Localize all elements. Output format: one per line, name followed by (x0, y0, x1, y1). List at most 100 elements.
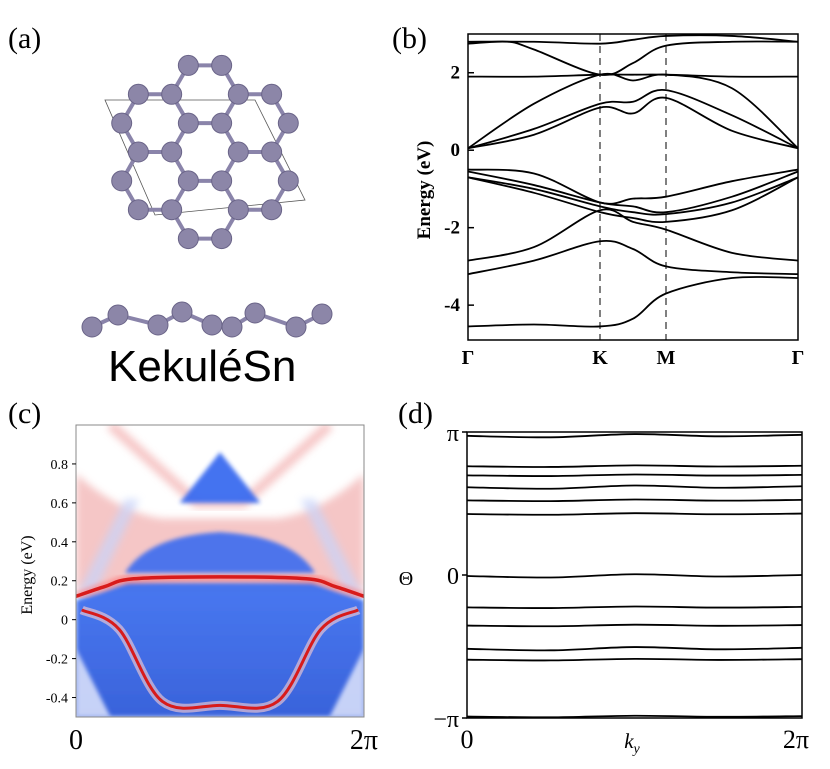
band-line (467, 168, 799, 205)
band-line (467, 275, 799, 328)
sn-atom (127, 141, 149, 163)
panel-label-d: (d) (398, 397, 433, 430)
d-ytick-label: −π (433, 707, 459, 733)
c-xtick-label: 0 (69, 725, 83, 756)
band-line (467, 73, 799, 78)
b-xtick-label: Γ (462, 347, 475, 369)
band-line (467, 72, 799, 150)
b-frame (467, 33, 799, 341)
wannier-center-line (466, 657, 803, 662)
c-ytick-label: 0.2 (51, 575, 69, 590)
side-atom (285, 316, 307, 338)
d-ylabel: Θ (399, 568, 413, 590)
c-ytick-label: 0.6 (51, 497, 69, 512)
side-atom (81, 316, 103, 338)
wannier-center-line (466, 573, 803, 579)
sn-atom (177, 54, 199, 76)
sn-atom (261, 199, 283, 221)
c-ytick-label: -0.2 (46, 653, 68, 668)
sn-atom (177, 112, 199, 134)
b-ytick-label: -4 (444, 295, 460, 316)
sn-atom (211, 112, 233, 134)
bulk-blue-faint-left (76, 498, 140, 597)
side-atom (221, 316, 243, 338)
sn-atom (127, 199, 149, 221)
bulk-red-band (107, 425, 333, 508)
band-line (467, 208, 799, 262)
sn-atom (111, 170, 133, 192)
panel-label-c: (c) (8, 397, 42, 430)
c-ytick-label: 0.4 (51, 536, 69, 551)
sn-atom (211, 54, 233, 76)
band-line (467, 89, 799, 150)
d-ytick-label: π (447, 421, 459, 447)
c-ylabel: Energy (eV) (19, 535, 36, 614)
heatmap-body (76, 425, 364, 717)
band-structure-chart: Energy (eV) 2 0 -2 -4Γ K M Γ (414, 33, 805, 369)
wannier-center-line (466, 464, 803, 468)
wannier-center-line (466, 605, 803, 609)
bulk-blue-triangle (179, 452, 261, 503)
sn-atom (127, 83, 149, 105)
crystal-structure (81, 54, 333, 338)
sn-atom (227, 141, 249, 163)
sn-atom (277, 112, 299, 134)
sn-atom (177, 170, 199, 192)
d-ytick-label: 0 (447, 564, 459, 590)
b-ytick-label: 0 (451, 140, 461, 161)
b-xtick-label: M (657, 347, 676, 369)
wannier-center-line (466, 714, 803, 719)
bulk-blue-upper (124, 532, 316, 573)
wannier-center-line (466, 646, 803, 652)
sn-atom (177, 228, 199, 250)
sn-atom (111, 112, 133, 134)
edge-state-lower (81, 608, 359, 710)
bulk-light-corner-right (329, 648, 364, 717)
c-ytick-label: -0.4 (46, 692, 68, 707)
wannier-center-line (466, 473, 803, 477)
side-atom (107, 304, 129, 326)
wannier-center-line (466, 498, 803, 503)
wannier-center-line (466, 433, 803, 439)
band-line (467, 96, 799, 150)
side-atom (311, 303, 333, 325)
side-atom (147, 314, 169, 336)
band-line (467, 34, 799, 45)
sn-atom (261, 141, 283, 163)
sn-atom (161, 199, 183, 221)
band-line (467, 170, 799, 214)
panel-label-b: (b) (392, 22, 427, 55)
panel-label-a: (a) (8, 22, 42, 55)
sn-atom (227, 83, 249, 105)
sn-atom (211, 228, 233, 250)
b-ytick-label: 2 (451, 63, 461, 84)
bulk-blue-faint-right (300, 498, 364, 597)
b-xtick-label: K (592, 347, 608, 369)
side-atom (244, 302, 266, 324)
d-xtick-label: 2π (783, 725, 809, 754)
edge-state-upper (76, 575, 364, 598)
band-line (467, 176, 799, 224)
sn-atom (211, 170, 233, 192)
c-ytick-label: 0.8 (51, 458, 69, 473)
unit-cell (104, 99, 306, 216)
sn-atom (277, 170, 299, 192)
wannier-center-line (466, 623, 803, 628)
wannier-center-line (466, 512, 803, 516)
bulk-light-corner-left (76, 648, 111, 717)
wannier-center-line (466, 484, 803, 490)
d-xlabel: ky (624, 729, 640, 757)
sn-atom (261, 83, 283, 105)
sn-atom (161, 83, 183, 105)
b-ytick-label: -2 (444, 218, 460, 239)
b-ylabel: Energy (eV) (414, 141, 435, 240)
sn-atom (161, 141, 183, 163)
c-xtick-label: 2π (350, 725, 378, 756)
d-xtick-label: 0 (461, 725, 474, 754)
band-line (467, 239, 799, 276)
band-line (467, 176, 799, 216)
material-name: KekuléSn (108, 342, 297, 391)
sn-atom (227, 199, 249, 221)
b-xtick-label: Γ (792, 347, 805, 369)
